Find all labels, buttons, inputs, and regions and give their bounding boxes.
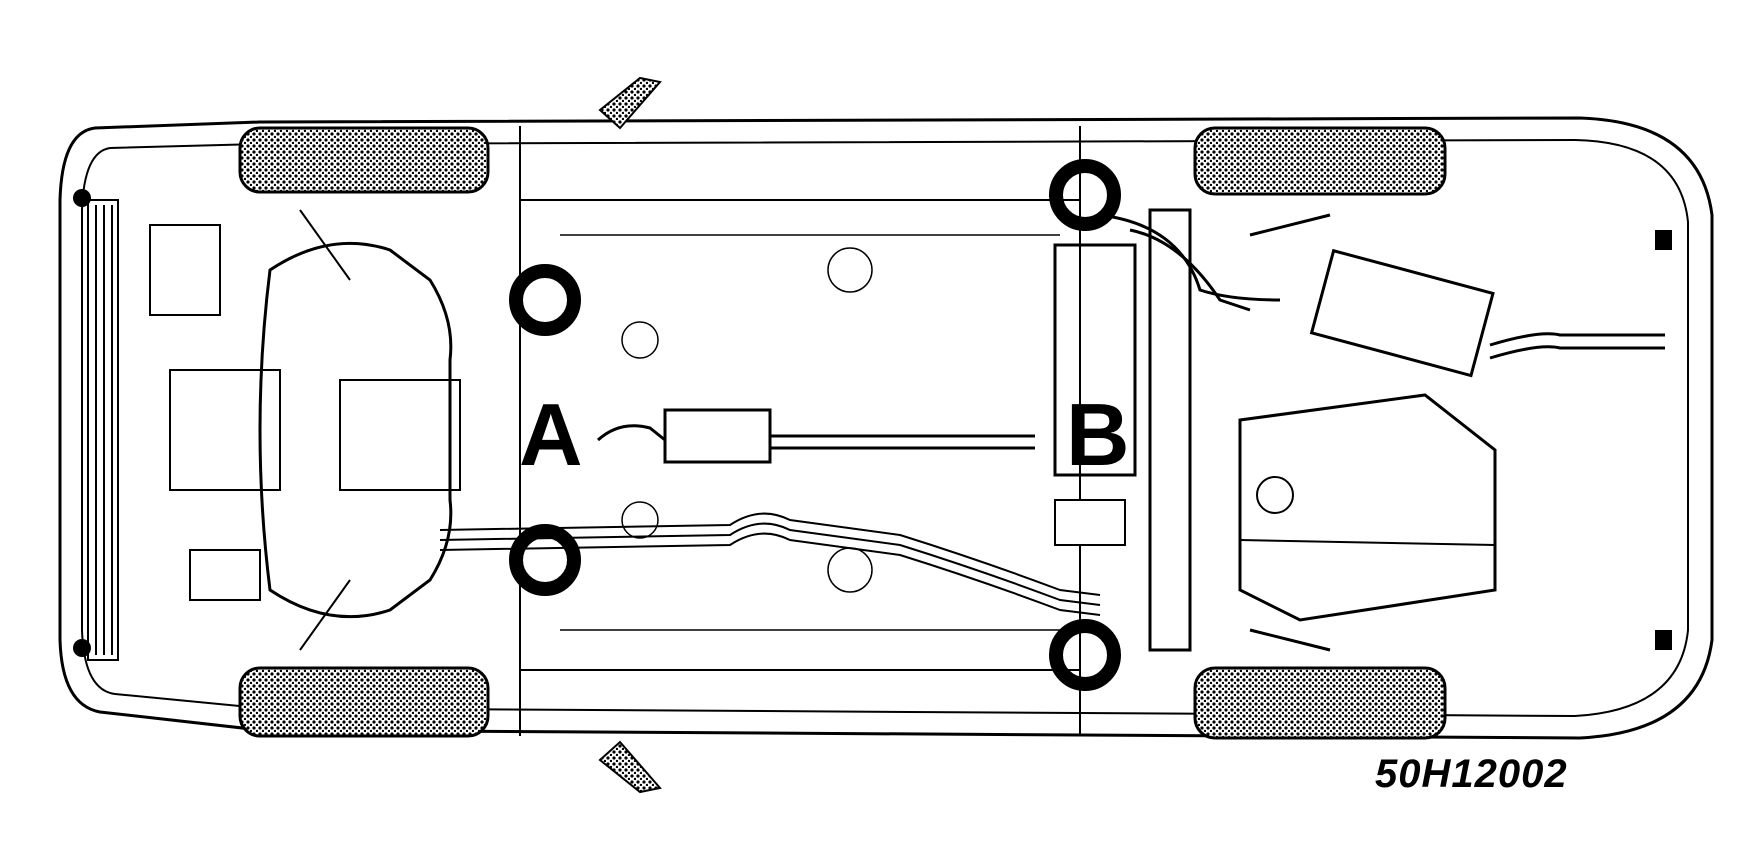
fuel-tank bbox=[1238, 393, 1497, 622]
tires bbox=[238, 126, 1447, 740]
lift-marker-b-right bbox=[1049, 619, 1121, 691]
lift-marker-b-left bbox=[1049, 159, 1121, 231]
fuel-lines bbox=[439, 499, 1126, 616]
floor-pan-details bbox=[560, 234, 1060, 631]
lift-label-b: B bbox=[1066, 385, 1130, 484]
lift-marker-a-right bbox=[509, 524, 581, 596]
rear-left-tire bbox=[1193, 126, 1447, 196]
car-body bbox=[58, 116, 1714, 740]
rear-tow-hooks bbox=[1655, 230, 1672, 650]
rear-axle bbox=[1053, 208, 1331, 652]
center-muffler bbox=[663, 408, 772, 464]
lift-label-a: A bbox=[519, 385, 583, 484]
front-left-tire bbox=[238, 126, 490, 194]
lift-marker-a-left bbox=[509, 264, 581, 336]
rear-exhaust bbox=[1099, 213, 1665, 378]
side-mirrors bbox=[598, 76, 662, 794]
front-subframe bbox=[149, 209, 461, 651]
front-right-tire bbox=[238, 666, 490, 738]
front-grille bbox=[87, 199, 119, 661]
rear-right-tire bbox=[1193, 666, 1447, 740]
rear-muffler bbox=[1309, 248, 1495, 378]
exhaust-system bbox=[596, 408, 1035, 464]
lift-point-markers bbox=[509, 159, 1121, 691]
figure-reference-code: 50H12002 bbox=[1375, 752, 1568, 796]
front-tow-hooks bbox=[73, 189, 91, 657]
